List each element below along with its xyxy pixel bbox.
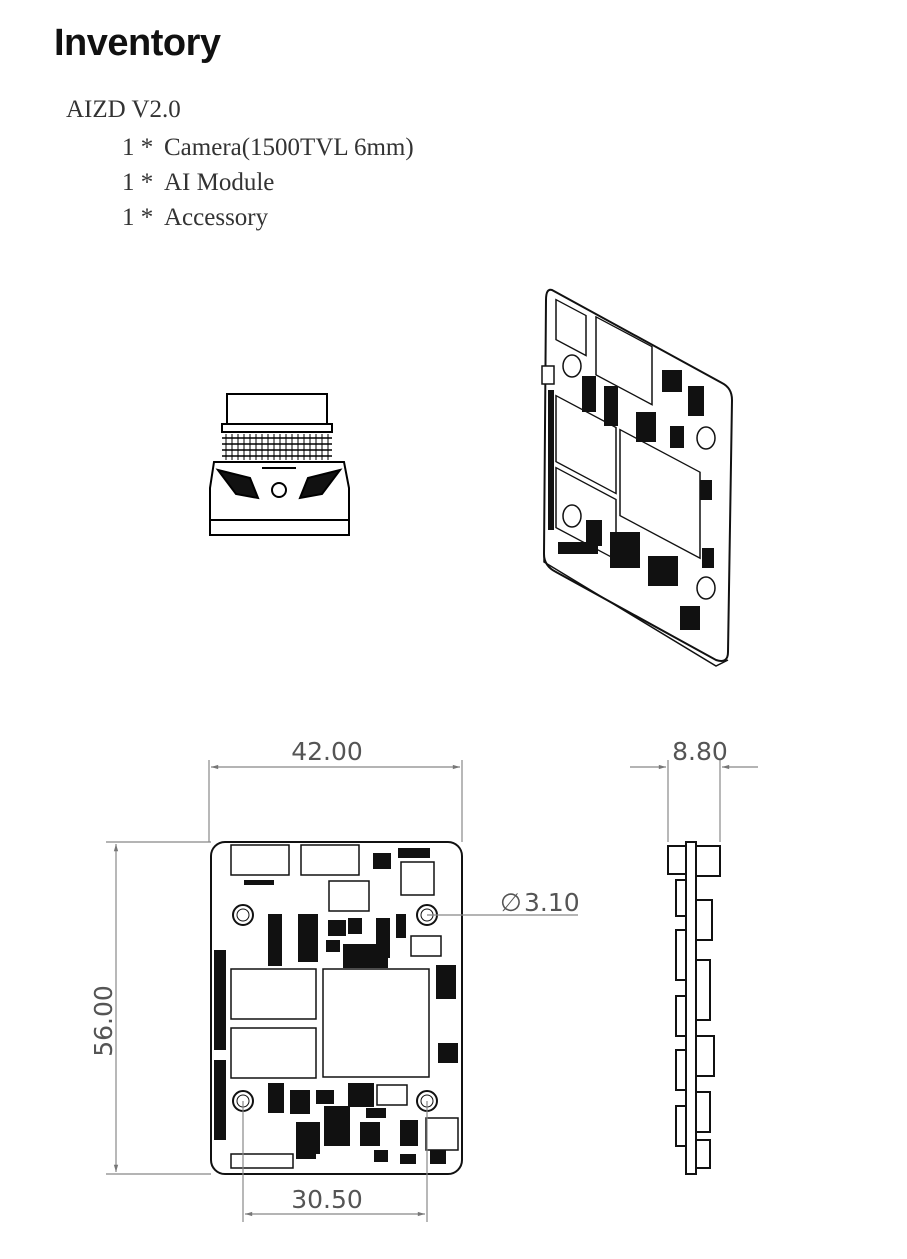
item-label: AI Module [164, 169, 275, 196]
pcb-top-view [210, 841, 463, 1175]
width-dimension-label: 42.00 [291, 737, 363, 766]
height-dimension-label: 56.00 [89, 985, 118, 1057]
list-item: 1 * Camera(1500TVL 6mm) [122, 130, 414, 165]
item-qty: 1 * [122, 134, 154, 161]
hole-spacing-dimension-label: 30.50 [291, 1185, 363, 1214]
item-qty: 1 * [122, 169, 154, 196]
list-item: 1 * Accessory [122, 200, 414, 235]
pcb-isometric-illustration [541, 288, 734, 667]
page-title: Inventory [54, 22, 221, 64]
item-label: Camera(1500TVL 6mm) [164, 134, 414, 161]
thickness-dimension-label: 8.80 [672, 737, 728, 766]
inventory-list: 1 * Camera(1500TVL 6mm) 1 * AI Module 1 * A… [122, 130, 414, 235]
item-qty: 1 * [122, 204, 154, 231]
dimension-lines [106, 760, 758, 1222]
item-label: Accessory [164, 204, 269, 231]
hole-diameter-label: 3.10 [524, 888, 580, 917]
camera-illustration [209, 393, 350, 536]
product-name: AIZD V2.0 [66, 96, 181, 123]
pcb-side-view [667, 841, 721, 1175]
list-item: 1 * AI Module [122, 165, 414, 200]
diameter-symbol: ∅ [500, 888, 522, 917]
